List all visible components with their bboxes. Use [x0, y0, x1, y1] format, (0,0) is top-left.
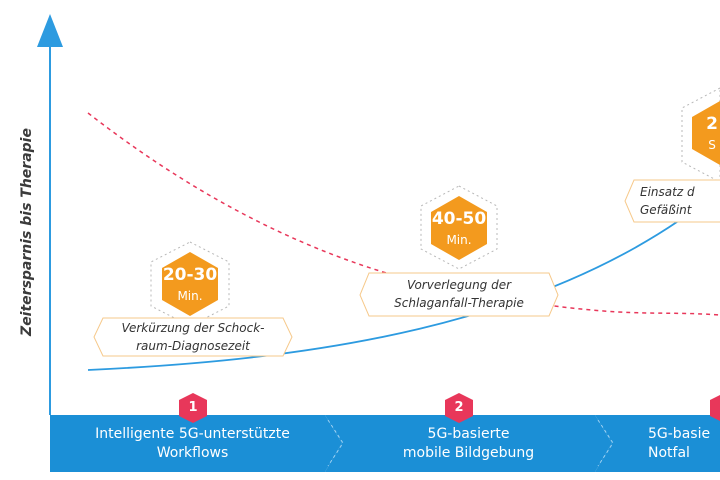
step-title-3: 5G-basie Notfal	[648, 426, 711, 461]
band-segment-3	[595, 415, 720, 472]
time-saving-unit-3: S	[708, 138, 716, 152]
caption-box-2	[359, 272, 559, 317]
caption-box-1	[93, 317, 293, 357]
band-segment-2	[325, 415, 612, 472]
step-number-2: 2	[454, 400, 464, 415]
time-saving-value-1: 20-30	[162, 265, 218, 285]
step-number-1: 1	[188, 400, 198, 415]
time-saving-hex-2: 40-50 Min.	[431, 196, 487, 260]
time-saving-value-3: 2	[706, 114, 718, 134]
time-saving-unit-2: Min.	[446, 233, 472, 247]
rising-trend-curve	[87, 189, 720, 371]
y-axis-label: Zeitersparnis bis Therapie	[19, 128, 35, 336]
caption-box-3	[624, 179, 720, 223]
time-saving-unit-1: Min.	[177, 289, 203, 303]
hex-outline-3	[681, 87, 720, 183]
caption-text-2: Vorverlegung der Schlaganfall-Therapie	[394, 278, 524, 310]
step-badge-1	[179, 393, 207, 423]
y-axis-arrow	[37, 14, 63, 47]
step-title-2: 5G-basierte mobile Bildgebung	[402, 426, 535, 461]
time-saving-value-2: 40-50	[431, 209, 487, 229]
caption-text-3: Einsatz d Gefäßint	[640, 185, 695, 217]
step-badge-2	[445, 393, 473, 423]
caption-text-1: Verkürzung der Schock- raum-Diagnosezeit	[121, 321, 265, 353]
step-badge-3	[710, 395, 720, 421]
band-segment-1	[50, 415, 342, 472]
step-title-1: Intelligente 5G-unterstützte Workflows	[95, 426, 290, 461]
